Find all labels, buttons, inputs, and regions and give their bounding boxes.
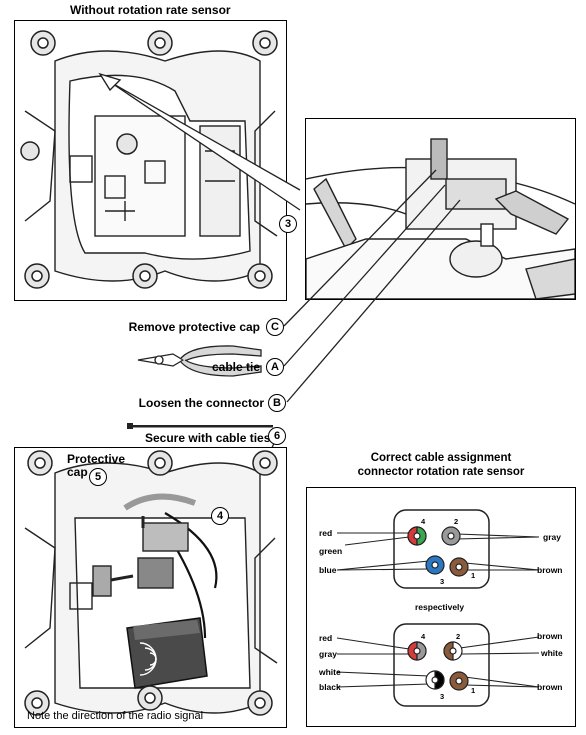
- loosen-connector-label: Loosen the connector: [138, 396, 264, 410]
- cable-assignment-panel: red green blue gray brown 4 2 3 1 respec…: [306, 487, 576, 727]
- bottom-label-brown-top: brown: [537, 631, 563, 641]
- bottom-pin-2: 2: [456, 632, 461, 641]
- protective-cap-label-line1: Protective: [67, 452, 126, 466]
- radio-signal-note: Note the direction of the radio signal: [27, 710, 204, 722]
- callout-4-badge: 4: [211, 507, 229, 525]
- assignment-title: Correct cable assignment connector rotat…: [306, 451, 576, 479]
- callout-c-badge: C: [266, 318, 284, 336]
- callout-a-badge: A: [266, 358, 284, 376]
- bottom-pin-3: 3: [440, 692, 445, 701]
- pointer-arrowhead: [98, 72, 122, 92]
- top-panel-title: Without rotation rate sensor: [70, 3, 231, 17]
- secure-ties-label: Secure with cable ties: [145, 431, 271, 445]
- protective-cap-label: Protective cap: [67, 453, 125, 479]
- callout-5-badge: 5: [89, 468, 107, 486]
- top-pin-4: 4: [421, 517, 426, 526]
- callout-3-badge: 3: [279, 215, 297, 233]
- assignment-title-line2: connector rotation rate sensor: [357, 466, 525, 478]
- remove-cap-label: Remove protective cap: [128, 320, 260, 334]
- bottom-chassis-drawing: [24, 450, 278, 716]
- top-chassis-drawing: [20, 30, 278, 289]
- bottom-chassis-panel: Protective cap 5 4 Note the direction of…: [14, 447, 287, 728]
- top-label-red: red: [319, 528, 333, 538]
- assignment-title-line1: Correct cable assignment: [370, 452, 512, 464]
- top-label-blue: blue: [319, 565, 337, 575]
- top-pin-3: 3: [440, 577, 445, 586]
- connector-closeup-panel: [305, 118, 576, 300]
- cable-tie-icon: [127, 423, 273, 429]
- top-pin-2: 2: [454, 517, 459, 526]
- bottom-label-gray: gray: [319, 649, 337, 659]
- bottom-label-red: red: [319, 633, 333, 643]
- top-label-gray: gray: [543, 532, 561, 542]
- pliers-icon: [137, 345, 262, 377]
- bottom-label-black: black: [319, 682, 341, 692]
- connector-closeup-drawing: [306, 138, 575, 299]
- bottom-pin-1: 1: [471, 686, 476, 695]
- respectively-label: respectively: [415, 602, 465, 612]
- top-label-brown: brown: [537, 565, 563, 575]
- bottom-label-white-right: white: [541, 648, 563, 658]
- bottom-label-brown-bottom: brown: [537, 682, 563, 692]
- protective-cap-label-line2: cap: [67, 465, 88, 479]
- bottom-label-white: white: [319, 667, 341, 677]
- connector-diagrams: [336, 509, 540, 707]
- bottom-pin-4: 4: [421, 632, 426, 641]
- callout-b-badge: B: [268, 394, 286, 412]
- top-pin-1: 1: [471, 571, 476, 580]
- callout-6-badge: 6: [268, 427, 286, 445]
- cable-tie-label: cable tie: [211, 360, 260, 374]
- top-label-green: green: [319, 546, 343, 556]
